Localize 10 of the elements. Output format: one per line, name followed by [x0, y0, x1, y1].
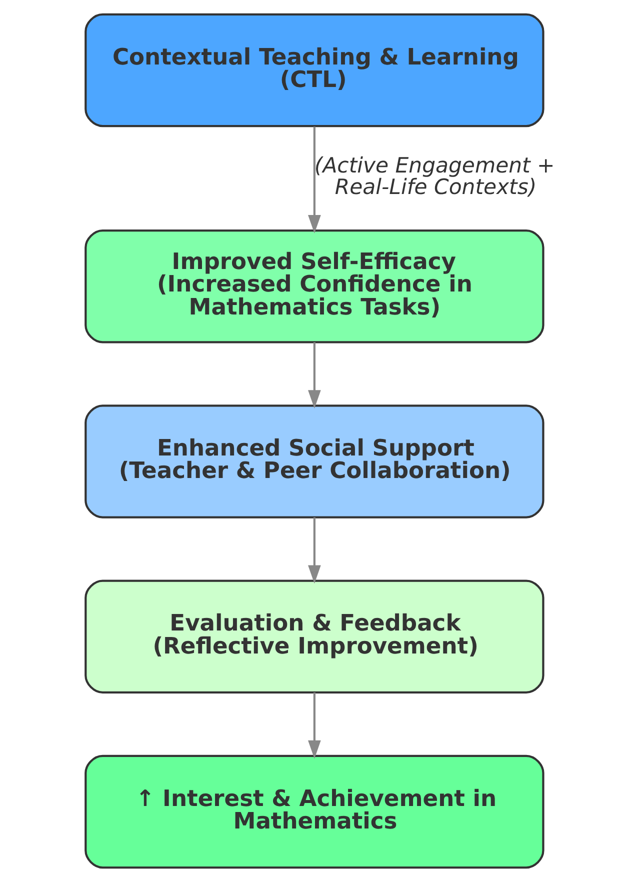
node-box: Improved Self-Efficacy (Increased Confidence in Mathematics Tasks) — [84, 230, 544, 344]
node-box: Contextual Teaching & Learning (CTL) — [84, 13, 544, 128]
arrow — [308, 692, 321, 759]
node-box: Enhanced Social Support (Teacher & Peer Collaboration) — [84, 404, 544, 518]
arrow — [308, 517, 321, 584]
node-box: ↑ Interest & Achievement in Mathematics — [84, 754, 544, 869]
edge-label: (Active Engagement + Real-Life Contexts) — [314, 152, 555, 199]
arrow — [308, 342, 321, 409]
node-box: Evaluation & Feedback (Reflective Improvement) — [84, 580, 544, 694]
arrow — [308, 126, 321, 234]
